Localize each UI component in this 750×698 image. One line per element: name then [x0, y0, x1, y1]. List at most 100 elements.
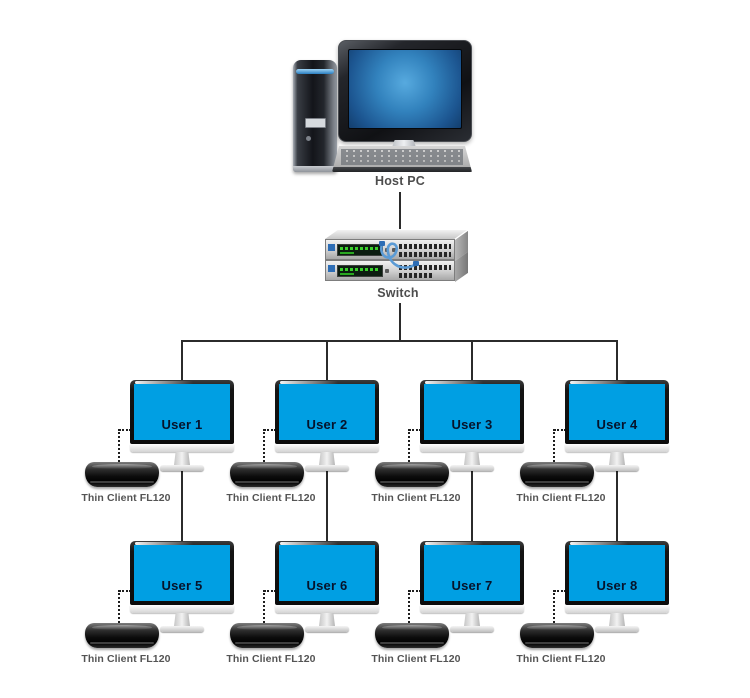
host-pc-group: Host PC	[288, 38, 498, 190]
thin-client-cable-icon	[553, 590, 555, 623]
monitor-chin	[565, 444, 669, 452]
thin-client-label: Thin Client FL120	[81, 653, 171, 665]
thin-client-cable-icon	[408, 590, 410, 623]
thin-client-label: Thin Client FL120	[81, 492, 171, 504]
monitor-bezel: User 1	[130, 380, 234, 444]
monitor-stand-base	[305, 465, 349, 471]
bus-line	[181, 340, 618, 342]
thin-client-cable-icon	[409, 429, 421, 431]
tower-power-button	[306, 136, 311, 141]
monitor-stand-neck	[464, 613, 480, 626]
thin-client-cable-icon	[408, 429, 410, 462]
host-monitor-stand-neck	[391, 140, 417, 150]
user-label: User 5	[161, 578, 203, 593]
switch-lcd-display	[337, 244, 383, 256]
thin-client-cable-icon	[553, 429, 555, 462]
monitor-screen: User 1	[134, 384, 230, 440]
thin-client-device	[375, 462, 449, 487]
monitor-stand-base	[160, 465, 204, 471]
user-monitor: User 2	[275, 380, 379, 471]
thin-client-cable-icon	[263, 429, 265, 462]
switch-port-row	[399, 252, 451, 257]
thin-client-label: Thin Client FL120	[226, 492, 316, 504]
user-monitor: User 6	[275, 541, 379, 632]
user-monitor: User 1	[130, 380, 234, 471]
switch-port-row	[399, 273, 433, 278]
monitor-screen: User 2	[279, 384, 375, 440]
switch-button	[385, 269, 389, 273]
switch-cable-icon	[379, 241, 419, 269]
cable-host-to-switch	[399, 192, 401, 229]
station-user-3: User 3 Thin Client FL120	[371, 380, 572, 512]
thin-client-cable-icon	[118, 590, 120, 623]
thin-client-label: Thin Client FL120	[371, 492, 461, 504]
link-user2-user6	[326, 469, 328, 541]
thin-client-cable-icon	[264, 590, 276, 592]
monitor-screen: User 4	[569, 384, 665, 440]
monitor-chin	[275, 605, 379, 613]
user-monitor: User 7	[420, 541, 524, 632]
user-label: User 7	[451, 578, 493, 593]
user-label: User 4	[596, 417, 638, 432]
thin-client-label: Thin Client FL120	[226, 653, 316, 665]
monitor-stand-neck	[319, 452, 335, 465]
thin-client-cable-icon	[409, 590, 421, 592]
monitor-stand-base	[450, 626, 494, 632]
host-pc-keyboard	[332, 146, 472, 172]
drop-line-user-3	[471, 340, 473, 380]
monitor-stand-base	[595, 626, 639, 632]
station-user-4: User 4 Thin Client FL120	[516, 380, 717, 512]
monitor-stand-base	[160, 626, 204, 632]
monitor-bezel: User 4	[565, 380, 669, 444]
user-label: User 1	[161, 417, 203, 432]
thin-client-cable-icon	[263, 590, 265, 623]
thin-client-device	[520, 623, 594, 648]
host-pc-tower	[293, 60, 337, 172]
thin-client-label: Thin Client FL120	[516, 492, 606, 504]
monitor-stand-base	[305, 626, 349, 632]
switch-top-face	[325, 230, 467, 239]
user-label: User 6	[306, 578, 348, 593]
thin-client-device	[85, 462, 159, 487]
thin-client-cable-icon	[554, 429, 566, 431]
station-user-7: User 7 Thin Client FL120	[371, 541, 572, 673]
link-user3-user7	[471, 469, 473, 541]
thin-client-device	[230, 623, 304, 648]
thin-client-cable-icon	[264, 429, 276, 431]
host-pc-monitor	[338, 40, 472, 142]
user-label: User 8	[596, 578, 638, 593]
switch-brand-tag	[328, 265, 335, 272]
monitor-stand-neck	[174, 452, 190, 465]
thin-client-cable-icon	[119, 429, 131, 431]
monitor-chin	[420, 605, 524, 613]
switch-brand-tag	[328, 244, 335, 251]
user-monitor: User 5	[130, 541, 234, 632]
switch-button	[392, 248, 396, 252]
monitor-stand-neck	[174, 613, 190, 626]
switch-lcd-display	[337, 265, 383, 277]
monitor-stand-neck	[464, 452, 480, 465]
host-pc-label: Host PC	[374, 174, 425, 188]
monitor-stand-neck	[609, 452, 625, 465]
station-user-1: User 1 Thin Client FL120	[81, 380, 282, 512]
monitor-stand-base	[450, 465, 494, 471]
monitor-chin	[275, 444, 379, 452]
switch-port-row	[399, 265, 451, 270]
user-monitor: User 4	[565, 380, 669, 471]
cable-switch-to-bus	[399, 303, 401, 341]
thin-client-label: Thin Client FL120	[516, 653, 606, 665]
switch-group: Switch	[322, 228, 474, 304]
monitor-stand-base	[595, 465, 639, 471]
user-monitor: User 3	[420, 380, 524, 471]
station-user-6: User 6 Thin Client FL120	[226, 541, 427, 673]
station-user-2: User 2 Thin Client FL120	[226, 380, 427, 512]
monitor-chin	[130, 605, 234, 613]
user-label: User 3	[451, 417, 493, 432]
monitor-screen: User 8	[569, 545, 665, 601]
switch-label: Switch	[377, 286, 419, 300]
drop-line-user-1	[181, 340, 183, 380]
monitor-chin	[420, 444, 524, 452]
thin-client-cable-icon	[118, 429, 120, 462]
monitor-screen: User 3	[424, 384, 520, 440]
